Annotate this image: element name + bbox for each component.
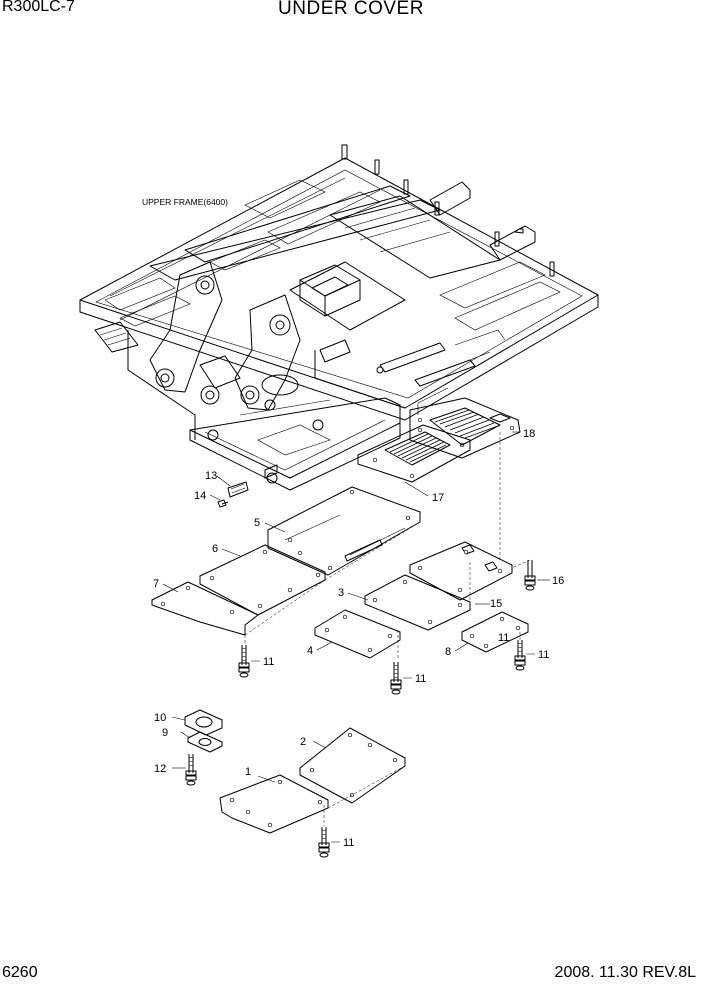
part-16-cover	[409, 541, 513, 601]
bolt-11-b	[390, 662, 402, 695]
callout-17: 17	[432, 492, 444, 504]
callout-16: 16	[552, 575, 564, 587]
callout-6: 6	[212, 543, 218, 555]
part-1-cover	[219, 774, 329, 834]
callout-9: 9	[162, 727, 168, 739]
callout-10: 10	[154, 712, 166, 724]
callout-11-e: 11	[498, 632, 509, 644]
callout-11-c: 11	[538, 649, 549, 661]
part-9-gasket	[187, 731, 223, 753]
model-label: R300LC-7	[2, 0, 75, 15]
callout-2: 2	[300, 736, 306, 748]
page-title: UNDER COVER	[278, 0, 424, 19]
bolt-16	[524, 560, 536, 591]
callout-12: 12	[154, 763, 166, 775]
frame-label: UPPER FRAME(6400)	[142, 197, 228, 207]
callout-labels: 1 2 3 4 5 6 7 8 9 10 11 11 11 11 11 12 1…	[153, 428, 564, 849]
callout-leaders	[162, 431, 550, 843]
part-6-cover	[199, 544, 326, 616]
alignment-lines	[244, 432, 531, 826]
callout-7: 7	[153, 578, 159, 590]
callout-11-a: 11	[263, 656, 274, 668]
upper-frame	[79, 144, 599, 491]
callout-5: 5	[254, 517, 260, 529]
callout-13: 13	[205, 470, 217, 482]
bolt-11-d	[318, 827, 330, 858]
callout-1: 1	[245, 766, 251, 778]
part-13-plate	[227, 481, 249, 498]
part-8-cover	[461, 611, 529, 653]
callout-4: 4	[307, 645, 313, 657]
part-3-cover	[364, 574, 471, 631]
page-number: 6260	[2, 964, 38, 981]
callout-11-b: 11	[415, 673, 426, 685]
callout-3: 3	[338, 587, 344, 599]
callout-8: 8	[445, 646, 451, 658]
bolt-11-a	[238, 645, 250, 678]
callout-14: 14	[194, 490, 206, 502]
part-14-bolt	[217, 499, 229, 508]
bolt-12	[185, 754, 197, 786]
part-10-plate	[184, 709, 223, 736]
revision-date: 2008. 11.30 REV.8L	[554, 964, 696, 981]
callout-11-d: 11	[343, 837, 354, 849]
part-7-cover	[151, 581, 259, 636]
bolt-11-c	[514, 640, 526, 671]
part-5-cover	[267, 486, 421, 576]
part-17-cover	[357, 424, 471, 483]
part-2-cover	[299, 727, 406, 804]
callout-15: 15	[490, 598, 502, 610]
callout-18: 18	[523, 428, 535, 440]
part-4-cover	[314, 609, 401, 659]
